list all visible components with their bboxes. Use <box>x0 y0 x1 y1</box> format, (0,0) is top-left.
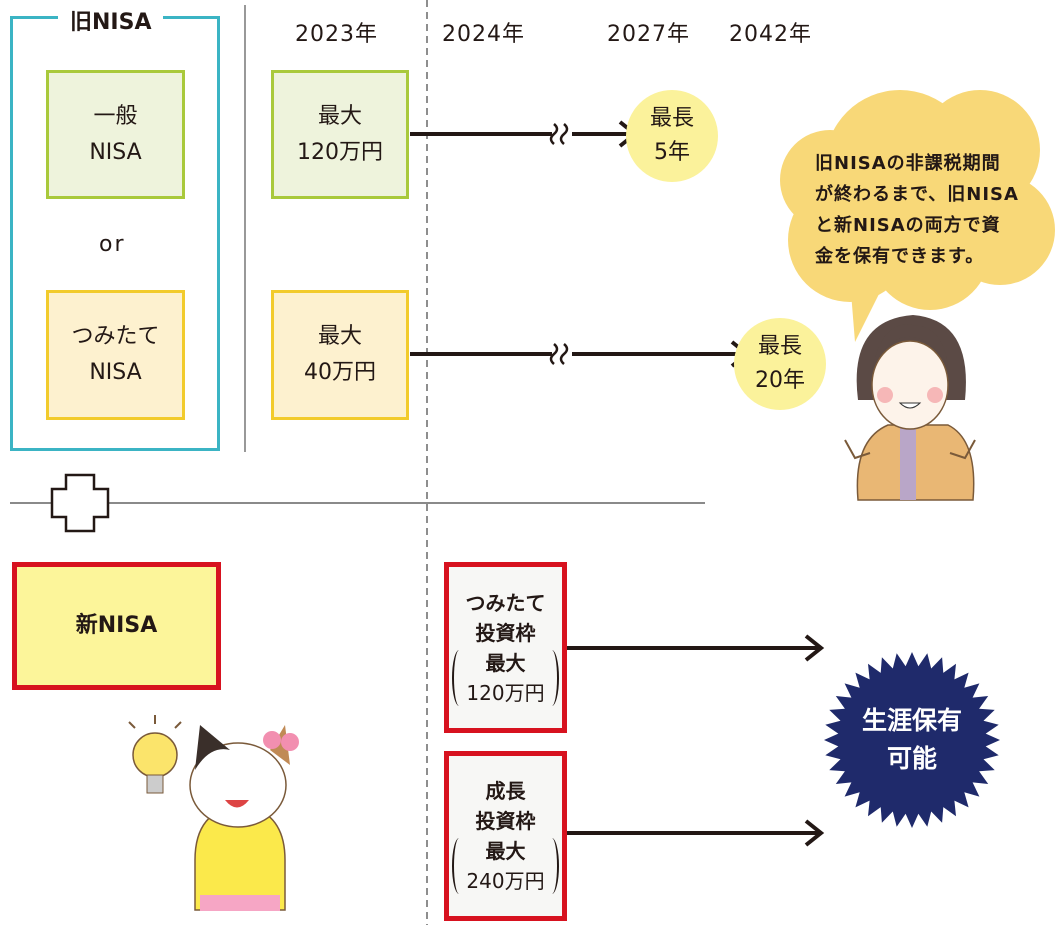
general-period-line2: 5年 <box>654 140 690 165</box>
new-tsumitate-frame-box: つみたて 投資枠 最大 120万円 <box>444 562 567 733</box>
or-label: or <box>99 232 126 257</box>
woman-illustration <box>844 315 976 501</box>
old-nisa-title: 旧NISA <box>58 4 164 36</box>
general-nisa-line2: NISA <box>89 139 142 165</box>
tsumitate-period-line2: 20年 <box>755 368 805 393</box>
bubble-line: が終わるまで、旧NISA <box>815 184 1019 205</box>
new-growth-frame-box: 成長 投資枠 最大 240万円 <box>444 751 567 921</box>
tsumitate-period-circle: 最長 20年 <box>734 318 826 410</box>
frame-line2: 投資枠 <box>475 620 536 645</box>
general-limit-box: 最大 120万円 <box>271 70 409 199</box>
frame-line4: 120万円 <box>466 680 545 705</box>
result-line2: 可能 <box>886 744 937 773</box>
bubble-line: と新NISAの両方で資 <box>815 215 1001 236</box>
general-nisa-line1: 一般 <box>93 103 138 129</box>
lightbulb-icon <box>132 732 178 778</box>
arrow-tsumitate <box>410 340 751 368</box>
bubble-line: 旧NISAの非課税期間 <box>815 153 1001 174</box>
year-2024: 2024年 <box>442 22 525 47</box>
frame-limit: 最大 240万円 <box>452 836 559 896</box>
frame-line4: 240万円 <box>466 869 545 893</box>
tsumitate-nisa-line1: つみたて <box>71 324 160 349</box>
speech-bubble-text: 旧NISAの非課税期間 が終わるまで、旧NISA と新NISAの両方で資 金を保… <box>815 148 1019 272</box>
frame-line1: 成長 <box>485 779 526 803</box>
general-period-line1: 最長 <box>649 106 694 131</box>
year-2023: 2023年 <box>295 22 378 47</box>
new-nisa-box: 新NISA <box>12 562 221 690</box>
frame-line1: つみたて <box>465 590 546 615</box>
general-limit-line2: 120万円 <box>297 139 383 165</box>
frame-line3: 最大 <box>485 650 526 675</box>
frame-line2: 投資枠 <box>475 809 536 833</box>
starburst-badge <box>824 652 1000 828</box>
tsumitate-nisa-line2: NISA <box>89 360 142 385</box>
year-2027: 2027年 <box>607 22 690 47</box>
arrow-general <box>410 120 639 148</box>
tsumitate-limit-line1: 最大 <box>317 324 362 349</box>
general-period-circle: 最長 5年 <box>626 90 718 182</box>
general-nisa-box: 一般 NISA <box>46 70 185 199</box>
speech-bubble-shape <box>780 90 1055 342</box>
cat-illustration <box>128 715 299 911</box>
result-line1: 生涯保有 <box>861 706 962 735</box>
new-nisa-title: 新NISA <box>75 613 158 638</box>
lifetime-holding-label: 生涯保有 可能 <box>852 702 972 778</box>
tsumitate-period-line1: 最長 <box>757 334 802 359</box>
tsumitate-nisa-box: つみたて NISA <box>46 290 185 420</box>
frame-limit: 最大 120万円 <box>452 648 559 708</box>
arrow-new-tsumitate <box>566 634 825 662</box>
arrow-new-growth <box>566 819 825 847</box>
plus-icon <box>50 473 110 533</box>
tsumitate-limit-line2: 40万円 <box>304 360 376 385</box>
tsumitate-limit-box: 最大 40万円 <box>271 290 409 420</box>
bubble-line: 金を保有できます。 <box>815 246 985 267</box>
frame-line3: 最大 <box>485 839 526 863</box>
general-limit-line1: 最大 <box>317 103 362 129</box>
year-2042: 2042年 <box>729 22 812 47</box>
